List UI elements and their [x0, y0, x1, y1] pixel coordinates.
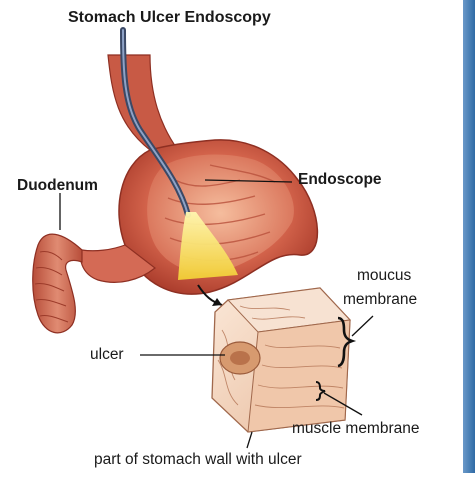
duodenum-label: Duodenum — [17, 178, 98, 194]
diagram-title: Stomach Ulcer Endoscopy — [68, 10, 271, 26]
mucus-leader — [352, 316, 373, 336]
muscle-membrane-label: muscle membrane — [292, 421, 420, 437]
endoscope-label: Endoscope — [298, 172, 382, 188]
caption-leader — [247, 432, 252, 448]
caption-label: part of stomach wall with ulcer — [94, 452, 302, 468]
edge-strip — [463, 0, 475, 473]
membrane-label: membrane — [343, 292, 417, 308]
moucus-label: moucus — [357, 268, 411, 284]
ulcer-label: ulcer — [90, 347, 124, 363]
tissue-block — [212, 288, 350, 432]
